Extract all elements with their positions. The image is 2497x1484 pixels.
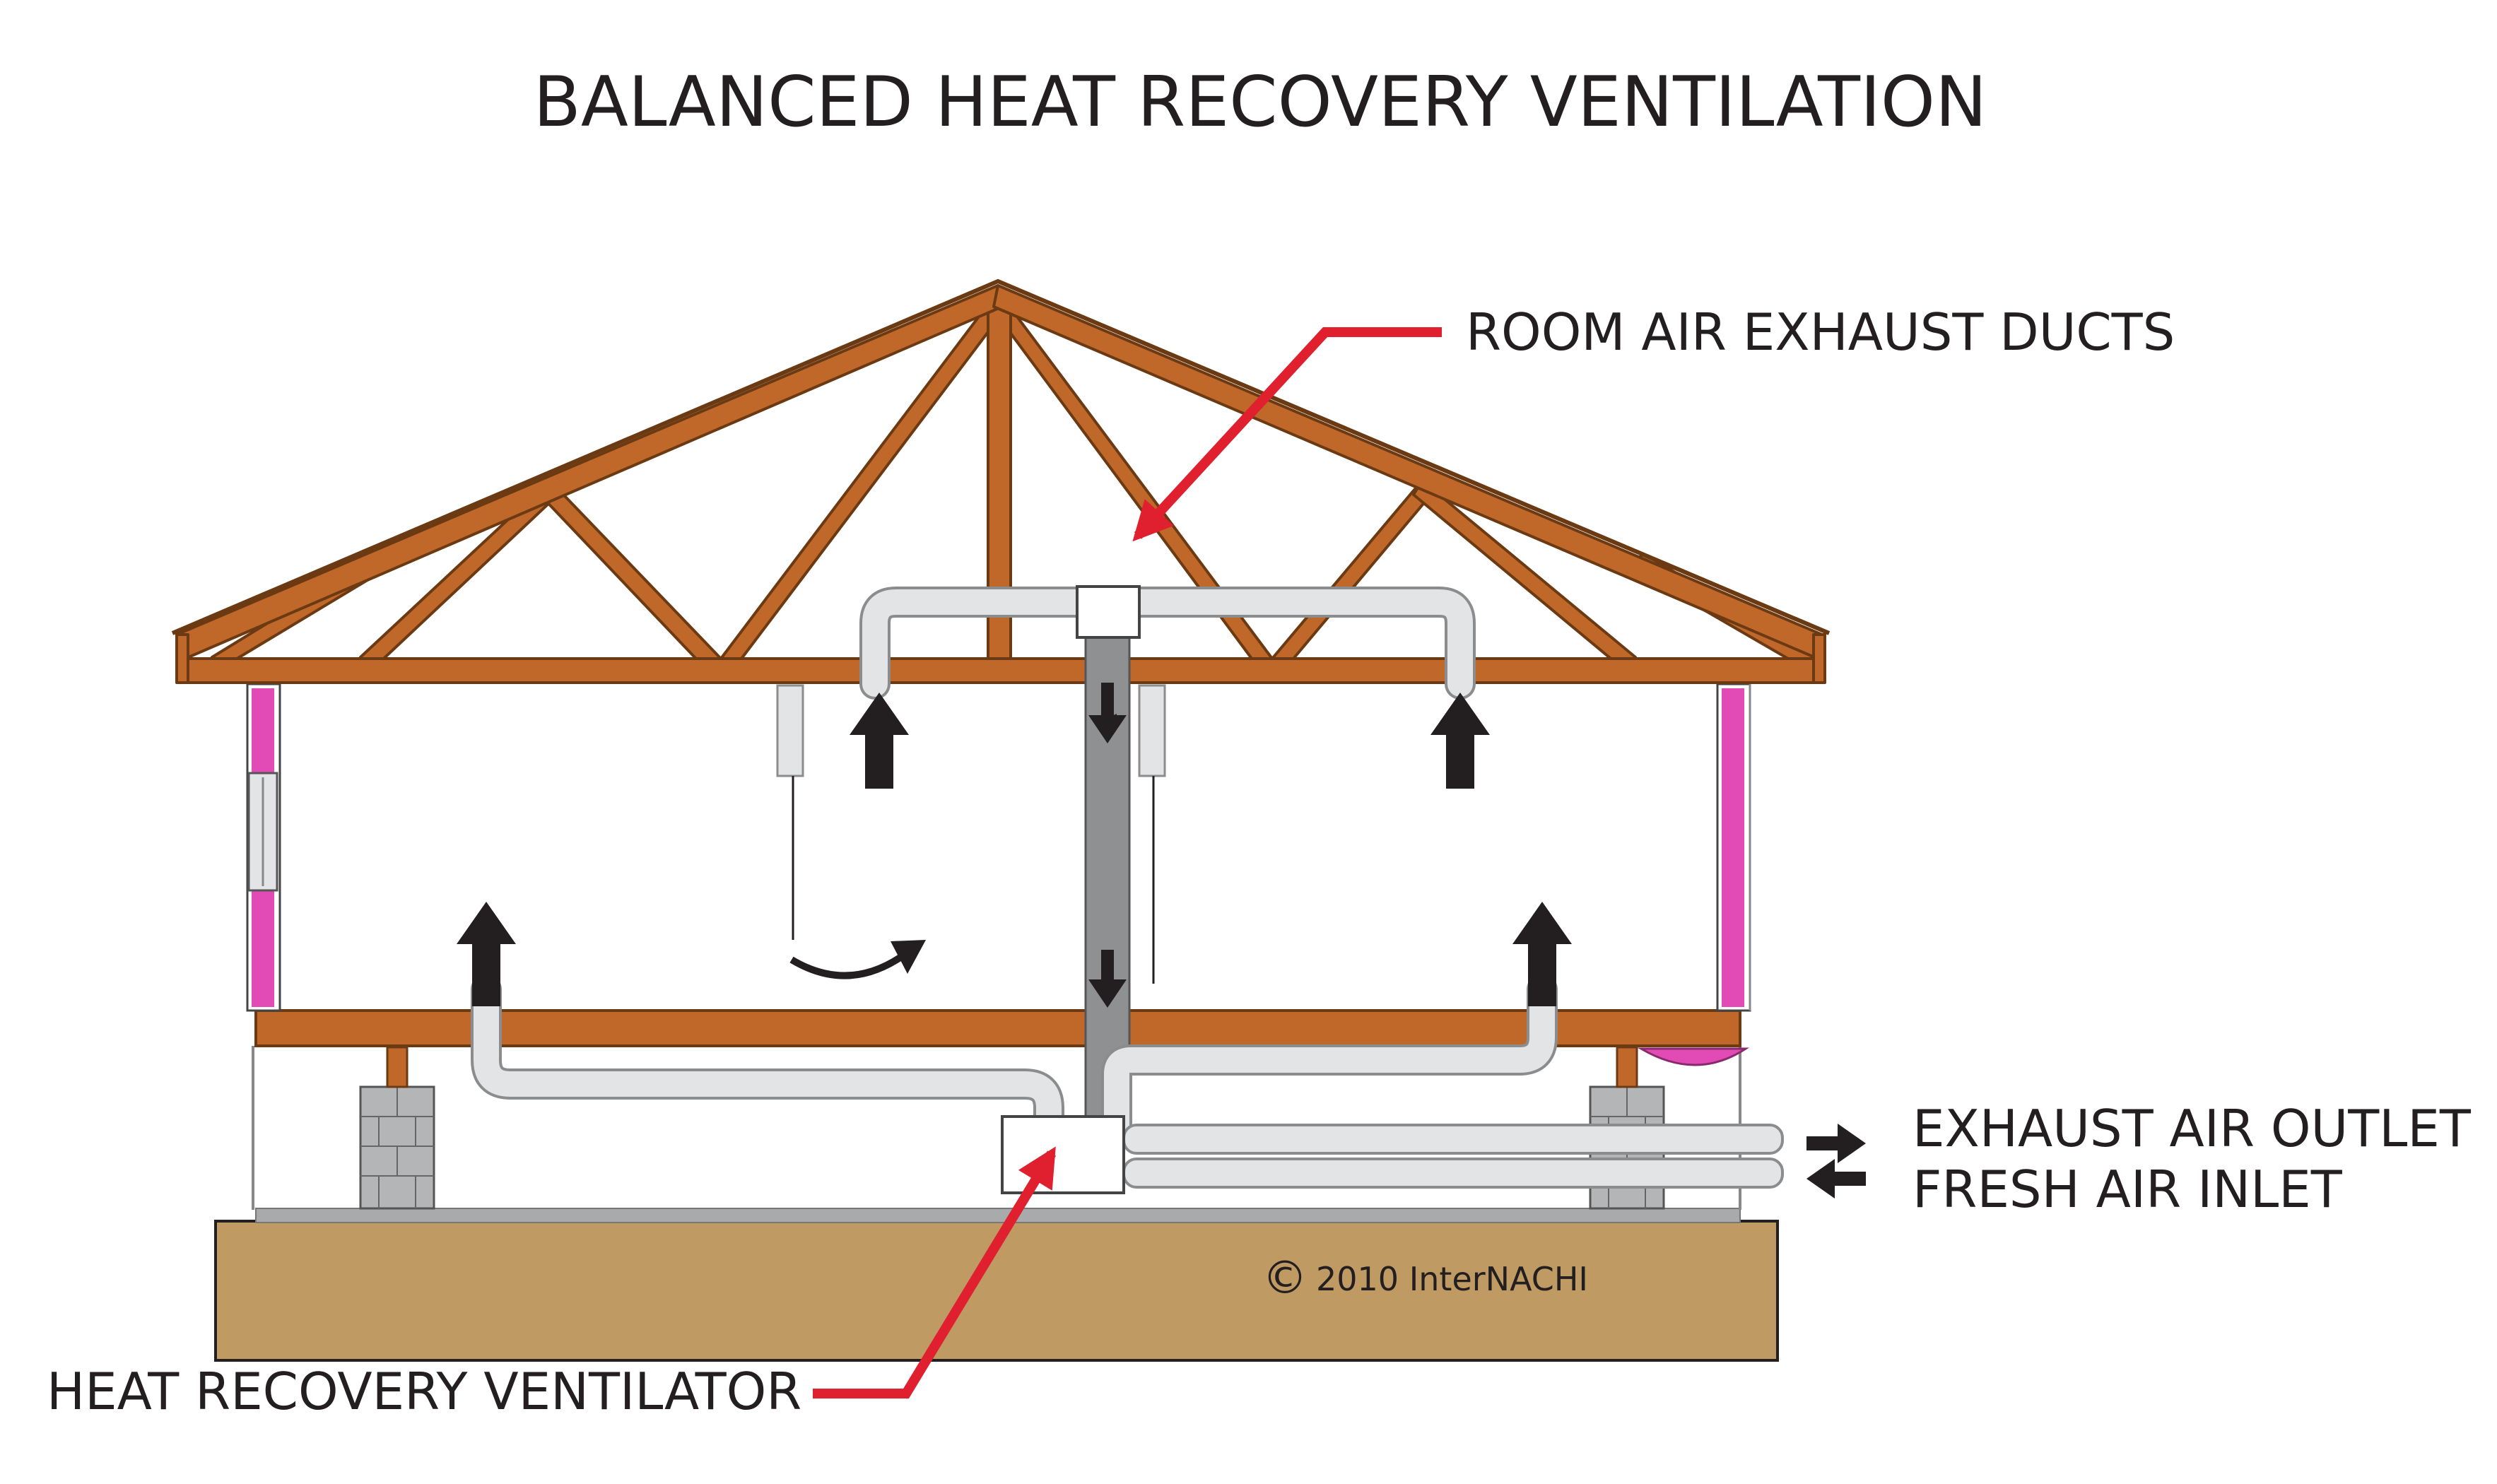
callout-arrow-hrv — [813, 1146, 1056, 1398]
heat-recovery-ventilator-unit — [1001, 1115, 1125, 1194]
exhaust-outlet-pipe — [1122, 1124, 1784, 1155]
rim-insulation — [1637, 1047, 1750, 1066]
roof-surface — [171, 278, 1831, 635]
down-arrow-upper — [1088, 683, 1127, 743]
exhaust-up-arrow-left — [850, 693, 909, 789]
diagram-title: BALANCED HEAT RECOVERY VENTILATION — [534, 62, 1987, 143]
copyright-symbol: © — [1262, 1252, 1308, 1305]
supply-up-arrow-left — [457, 902, 516, 1006]
fresh-in-arrow — [1806, 1159, 1866, 1199]
exterior-wall-right — [1716, 683, 1751, 1012]
copyright-text: 2010 InterNACHI — [1316, 1260, 1588, 1298]
exhaust-out-arrow — [1806, 1124, 1866, 1163]
label-room-air-exhaust-ducts: ROOM AIR EXHAUST DUCTS — [1466, 302, 2175, 362]
supply-diffuser-left — [776, 684, 804, 777]
airflow-arrows — [457, 683, 1866, 1199]
supply-up-arrow-right — [1512, 902, 1572, 1006]
fresh-air-inlet-pipe — [1122, 1158, 1784, 1189]
callout-arrow-exhaust-ducts — [1132, 327, 1442, 542]
down-arrow-lower — [1088, 950, 1127, 1008]
label-fresh-air-inlet: FRESH AIR INLET — [1913, 1160, 2343, 1219]
room-airflow-curve-arrow — [789, 952, 905, 979]
supply-ducts — [471, 974, 1558, 1145]
exterior-wall-left — [246, 683, 281, 1012]
curve-arrowhead — [891, 940, 926, 974]
floor-joist — [254, 1009, 1741, 1047]
supply-diffuser-right — [1138, 684, 1166, 777]
duct-junction-box — [1076, 585, 1141, 639]
roof-truss — [175, 284, 1826, 684]
exhaust-up-arrow-right — [1430, 693, 1490, 789]
block-pier-left — [359, 1046, 435, 1210]
label-heat-recovery-ventilator: HEAT RECOVERY VENTILATOR — [47, 1362, 801, 1421]
label-exhaust-air-outlet: EXHAUST AIR OUTLET — [1913, 1099, 2472, 1158]
room-air-exhaust-ducts — [859, 587, 1476, 700]
copyright-notice: © 2010 InterNACHI — [1262, 1252, 1588, 1305]
